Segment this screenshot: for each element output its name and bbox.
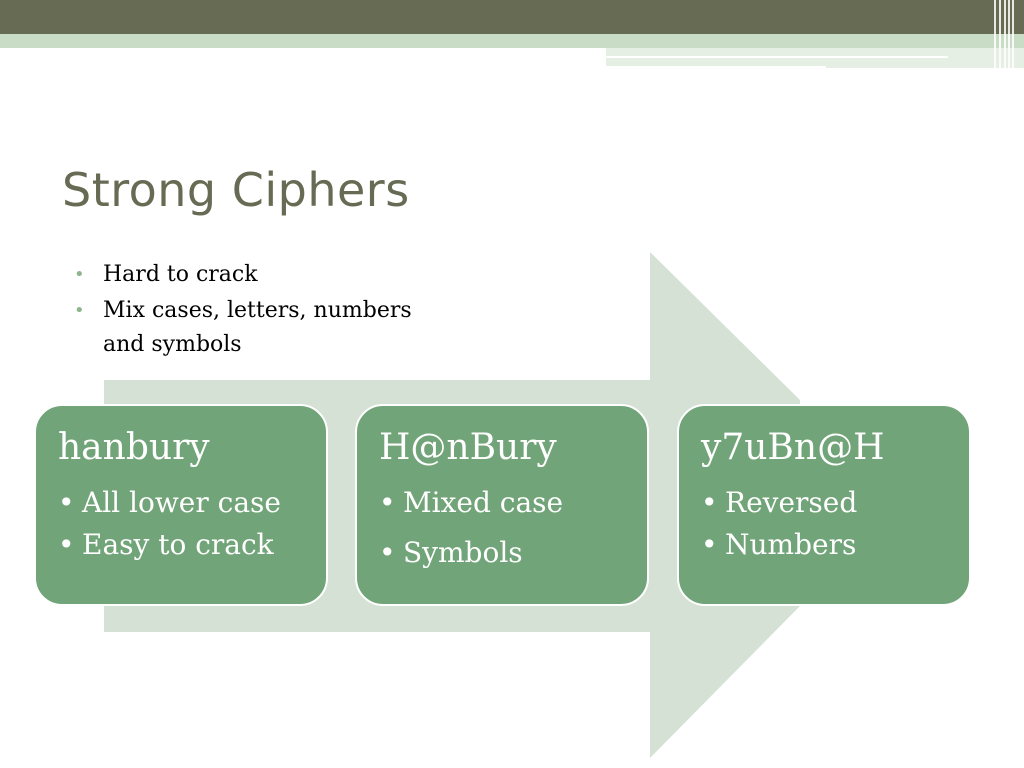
bullet-dot-icon: • bbox=[74, 300, 85, 321]
cipher-box-item: •All lower case bbox=[58, 482, 306, 524]
cipher-box-item: •Symbols bbox=[379, 532, 627, 574]
cipher-box-lowercase: hanbury •All lower case •Easy to crack bbox=[34, 404, 328, 606]
cipher-box-item: •Mixed case bbox=[379, 482, 627, 524]
bullet-dot-icon: • bbox=[58, 486, 75, 519]
header-banner-line bbox=[606, 66, 826, 68]
header-banner-light bbox=[0, 34, 1024, 48]
bullet-dot-icon: • bbox=[701, 528, 718, 561]
cipher-box-title: hanbury bbox=[58, 427, 210, 468]
header-stripes bbox=[990, 0, 1024, 68]
cipher-box-item-text: Mixed case bbox=[403, 486, 564, 519]
cipher-box-title: y7uBn@H bbox=[701, 427, 885, 468]
cipher-box-item-text: Numbers bbox=[725, 528, 857, 561]
cipher-box-item: •Reversed bbox=[701, 482, 949, 524]
cipher-box-list: •All lower case •Easy to crack bbox=[58, 482, 306, 566]
bullet-item: • Mix cases, letters, numbers and symbol… bbox=[74, 294, 474, 362]
bullet-dot-icon: • bbox=[58, 528, 75, 561]
cipher-box-list: •Mixed case •Symbols bbox=[379, 482, 627, 574]
bullet-dot-icon: • bbox=[701, 486, 718, 519]
bullet-list: • Hard to crack • Mix cases, letters, nu… bbox=[74, 258, 474, 364]
cipher-box-list: •Reversed •Numbers bbox=[701, 482, 949, 566]
header-banner-step bbox=[606, 48, 1024, 68]
bullet-dot-icon: • bbox=[74, 264, 85, 285]
cipher-box-title: H@nBury bbox=[379, 427, 557, 468]
bullet-dot-icon: • bbox=[379, 536, 396, 569]
slide-title: Strong Ciphers bbox=[62, 163, 410, 217]
bullet-item: • Hard to crack bbox=[74, 258, 474, 292]
header-banner-line bbox=[606, 56, 948, 58]
bullet-dot-icon: • bbox=[379, 486, 396, 519]
cipher-box-item: •Numbers bbox=[701, 524, 949, 566]
cipher-box-item-text: Symbols bbox=[403, 536, 523, 569]
cipher-box-reversed: y7uBn@H •Reversed •Numbers bbox=[677, 404, 971, 606]
header-banner-dark bbox=[0, 0, 1024, 34]
cipher-box-item: •Easy to crack bbox=[58, 524, 306, 566]
bullet-text: Hard to crack bbox=[103, 262, 258, 287]
cipher-box-item-text: All lower case bbox=[82, 486, 281, 519]
cipher-box-item-text: Easy to crack bbox=[82, 528, 274, 561]
bullet-text: Mix cases, letters, numbers and symbols bbox=[103, 298, 412, 357]
cipher-box-item-text: Reversed bbox=[725, 486, 858, 519]
cipher-box-mixed: H@nBury •Mixed case •Symbols bbox=[355, 404, 649, 606]
